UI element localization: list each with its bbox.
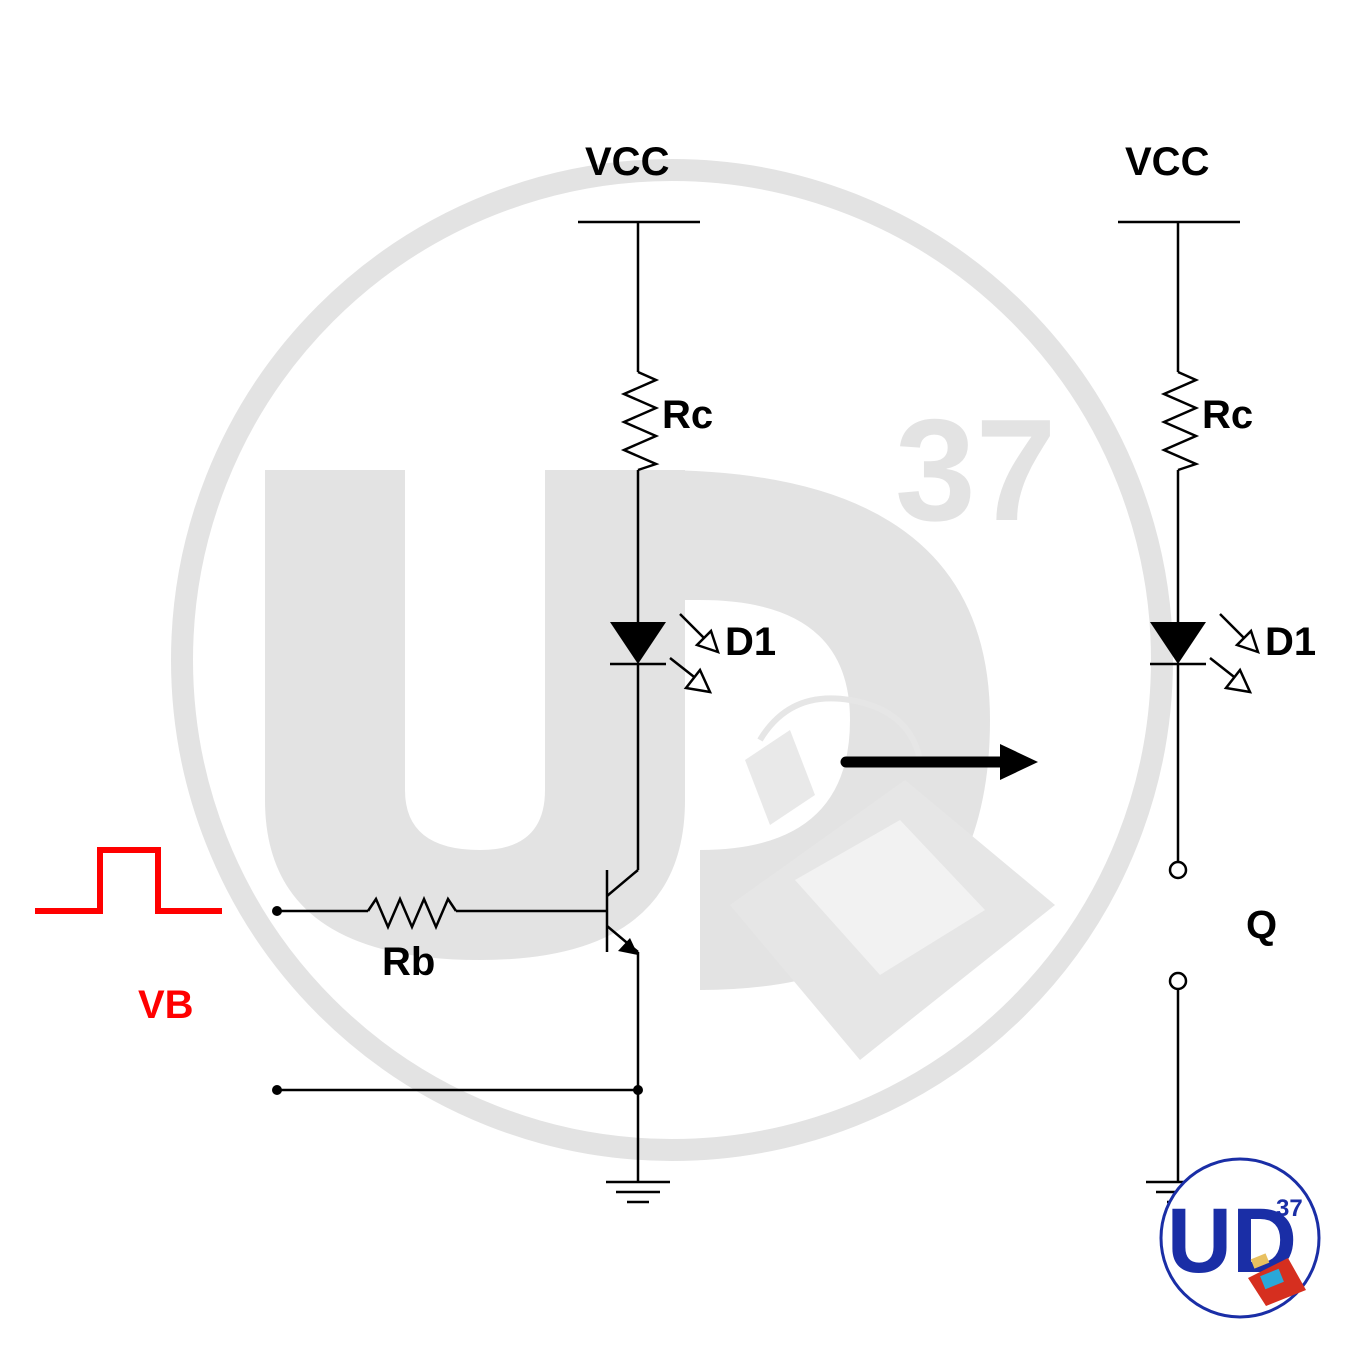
- equivalence-arrow: [840, 744, 1038, 780]
- rc-label-right: Rc: [1202, 393, 1253, 437]
- ground-symbol-left: [606, 1180, 670, 1204]
- vcc-label-left: VCC: [585, 140, 669, 184]
- left-circuit: VCC Rc D1 Rb: [35, 140, 776, 1204]
- corner-logo: UD 37: [1159, 1157, 1321, 1319]
- q-label: Q: [1246, 903, 1277, 947]
- d1-label-left: D1: [725, 620, 776, 664]
- d1-label-right: D1: [1265, 620, 1316, 664]
- vb-label: VB: [138, 983, 194, 1027]
- logo-board-icon: [1248, 1253, 1306, 1306]
- resistor-rc-left: [620, 370, 660, 472]
- watermark: 37: [171, 159, 1173, 1161]
- led-d1-left: [610, 613, 720, 694]
- vcc-label-right: VCC: [1125, 140, 1209, 184]
- resistor-rc-right: [1160, 370, 1200, 472]
- switch-q: [1168, 860, 1188, 991]
- pulse-waveform: [35, 847, 222, 914]
- resistor-rb: [366, 895, 458, 931]
- watermark-ring: [171, 159, 1173, 1161]
- watermark-letter-u: [265, 470, 685, 960]
- right-circuit: VCC Rc D1 Q: [1118, 140, 1316, 1204]
- logo-superscript: 37: [1276, 1195, 1303, 1222]
- watermark-board: [730, 695, 1055, 1060]
- rb-label: Rb: [382, 940, 435, 984]
- watermark-superscript: 37: [895, 389, 1056, 551]
- rc-label-left: Rc: [662, 393, 713, 437]
